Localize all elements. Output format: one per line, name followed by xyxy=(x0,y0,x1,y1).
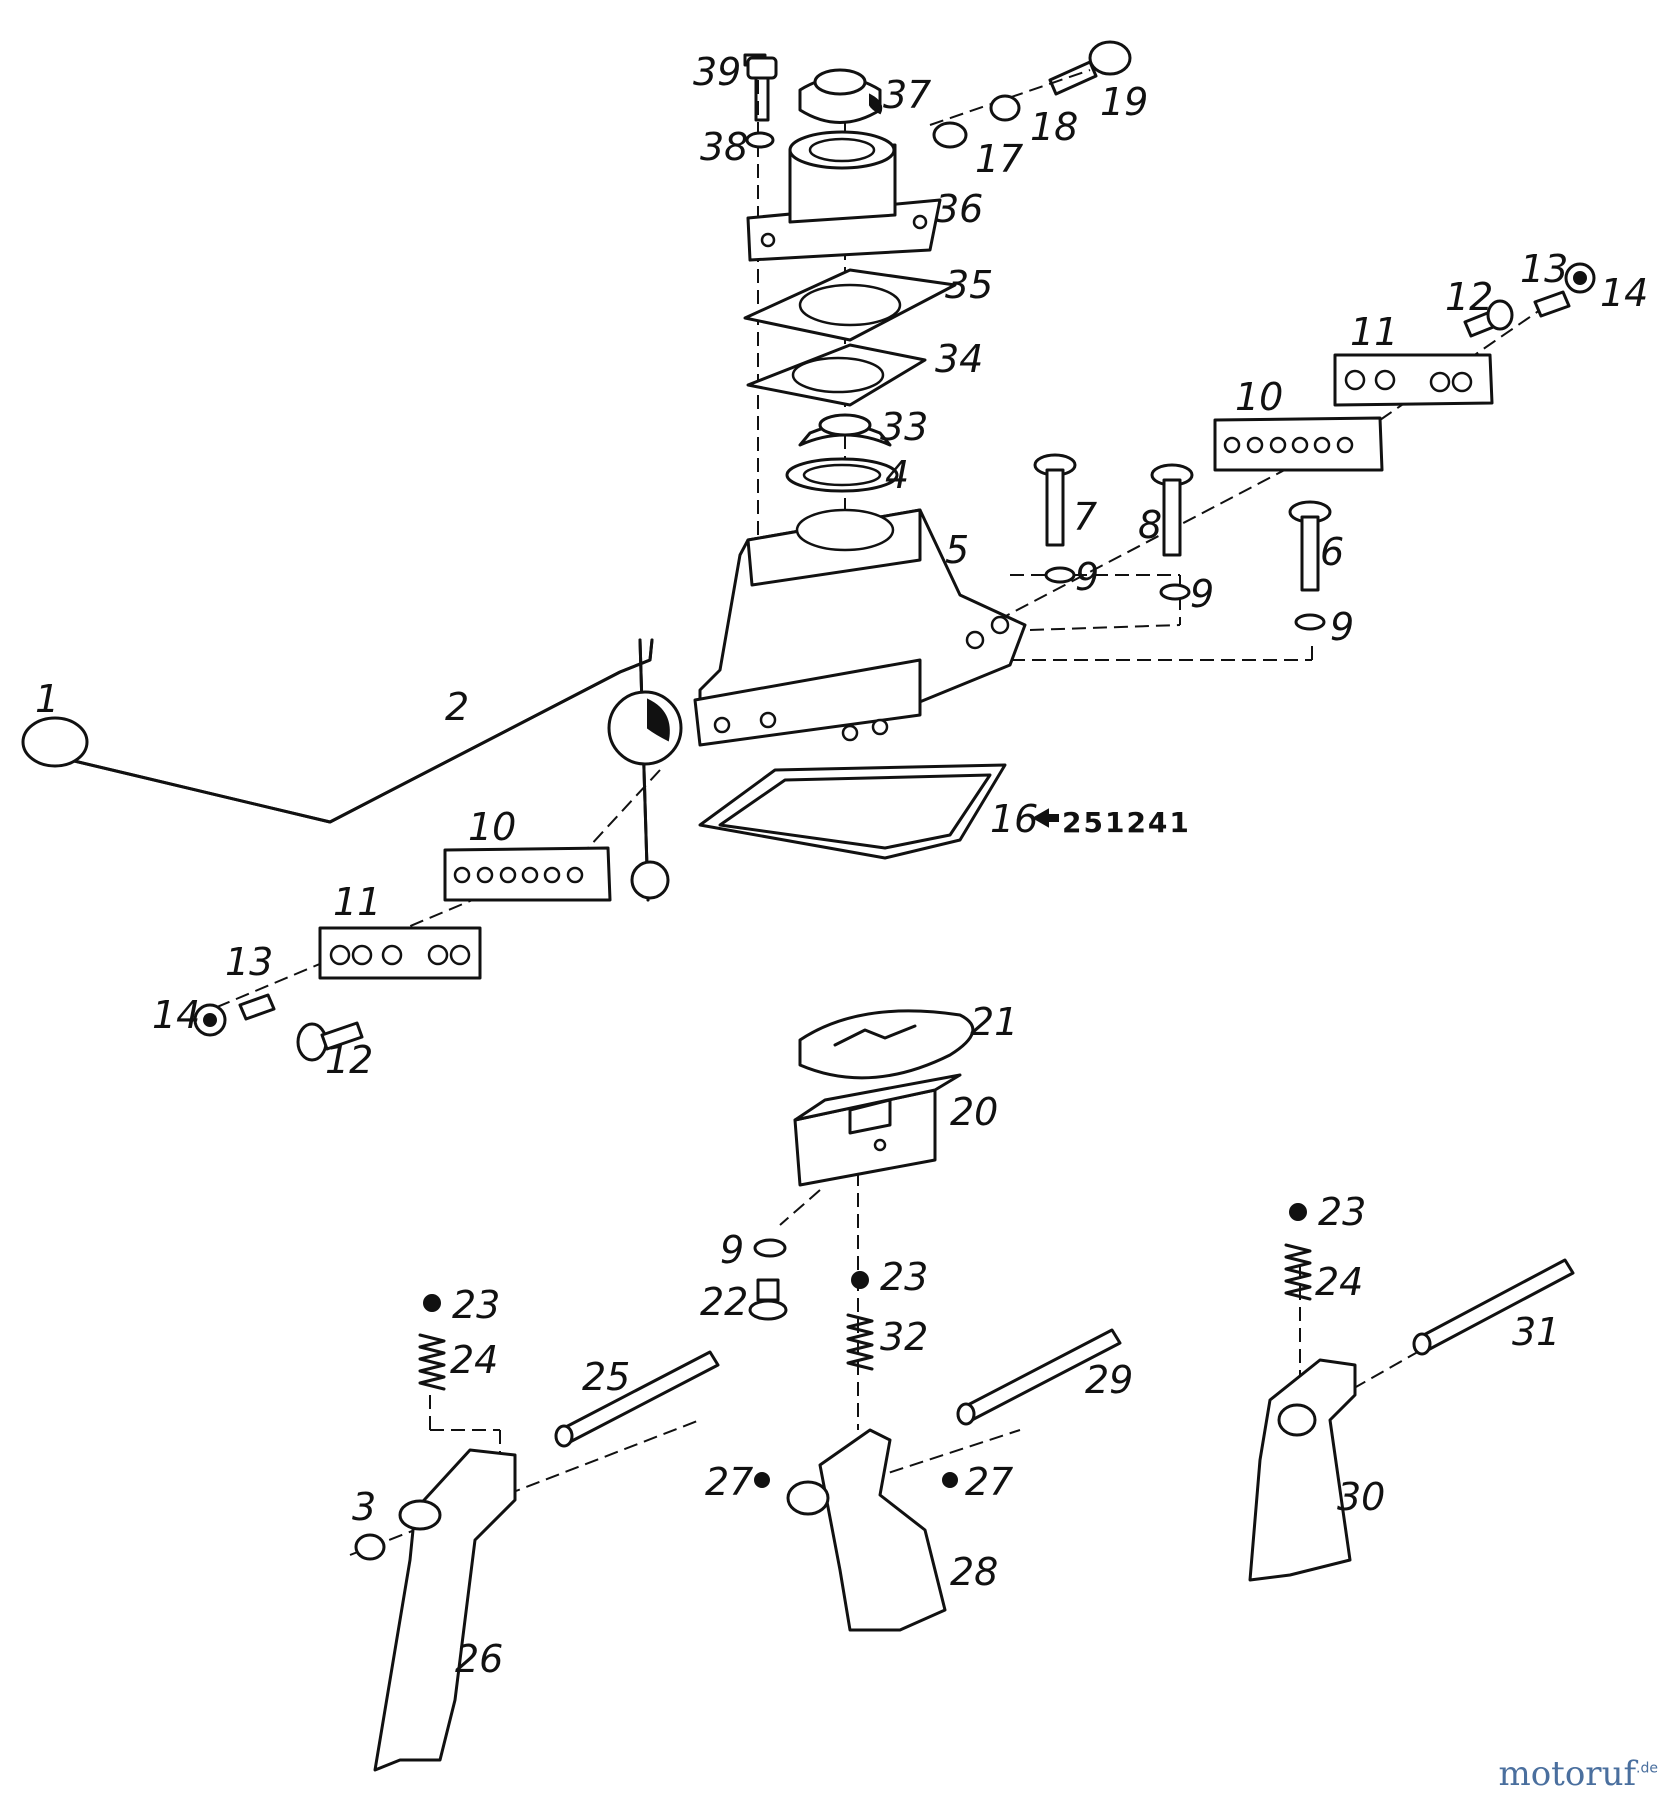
label-21: 21 xyxy=(970,1000,1018,1044)
reference-callout: 16 251241 xyxy=(990,797,1191,841)
label-2: 2 xyxy=(445,685,469,729)
label-23b: 23 xyxy=(880,1255,928,1299)
label-28: 28 xyxy=(950,1550,998,1594)
label-32: 32 xyxy=(880,1315,928,1359)
lever-ball xyxy=(607,690,683,766)
label-25: 25 xyxy=(582,1355,630,1399)
label-10a: 10 xyxy=(1235,375,1283,419)
label-38: 38 xyxy=(700,125,748,169)
label-17: 17 xyxy=(975,137,1023,181)
center-fasteners xyxy=(748,1238,788,1321)
watermark: motoruf.de xyxy=(1498,1754,1658,1794)
label-4: 4 xyxy=(885,453,909,497)
label-26: 26 xyxy=(455,1637,503,1681)
label-9b: 9 xyxy=(1190,572,1214,616)
arrow-icon xyxy=(1031,808,1059,828)
label-39: 39 xyxy=(693,50,741,94)
reference-code: 251241 xyxy=(1062,806,1191,839)
label-27b: 27 xyxy=(965,1460,1013,1504)
label-36: 36 xyxy=(935,187,983,231)
label-8: 8 xyxy=(1138,503,1162,547)
bottom-gasket xyxy=(698,763,1007,860)
fasteners-right xyxy=(1463,262,1596,338)
lever-knob xyxy=(21,716,89,768)
label-22: 22 xyxy=(700,1280,748,1324)
label-14b: 14 xyxy=(152,993,200,1037)
shift-rods xyxy=(554,1258,1575,1448)
plates-right xyxy=(1213,353,1494,472)
label-7: 7 xyxy=(1073,495,1097,539)
label-23a: 23 xyxy=(452,1283,500,1327)
label-30: 30 xyxy=(1337,1475,1385,1519)
label-5: 5 xyxy=(945,528,969,572)
label-24a: 24 xyxy=(450,1338,498,1382)
watermark-suffix: .de xyxy=(1636,1760,1658,1777)
label-9a: 9 xyxy=(1075,555,1099,599)
label-20: 20 xyxy=(950,1090,998,1134)
shift-forks xyxy=(354,1358,1357,1772)
label-13a: 13 xyxy=(1520,247,1568,291)
shift-lever xyxy=(21,638,683,902)
label-11a: 11 xyxy=(1350,310,1398,354)
label-18: 18 xyxy=(1030,105,1078,149)
label-27a: 27 xyxy=(705,1460,753,1504)
upper-housing xyxy=(746,130,942,262)
label-6: 6 xyxy=(1320,530,1344,574)
gasket-plates xyxy=(743,268,957,407)
label-16: 16 xyxy=(990,797,1038,841)
side-fasteners xyxy=(932,40,1132,149)
label-13b: 13 xyxy=(225,940,273,984)
label-34: 34 xyxy=(935,337,983,381)
label-19: 19 xyxy=(1100,80,1148,124)
boot-and-ring xyxy=(785,413,899,493)
shift-gate xyxy=(793,1009,975,1187)
label-33: 33 xyxy=(880,405,928,449)
fasteners-left xyxy=(193,993,364,1062)
label-29: 29 xyxy=(1085,1358,1133,1402)
main-housing xyxy=(693,508,1027,747)
label-35: 35 xyxy=(945,263,993,307)
watermark-name: motoruf xyxy=(1498,1754,1637,1794)
plates-left xyxy=(318,846,612,980)
label-14a: 14 xyxy=(1600,271,1648,315)
label-11b: 11 xyxy=(333,880,381,924)
label-12a: 12 xyxy=(1445,275,1493,319)
label-24b: 24 xyxy=(1315,1260,1363,1304)
label-9c: 9 xyxy=(1330,605,1354,649)
label-23c: 23 xyxy=(1318,1190,1366,1234)
label-12b: 12 xyxy=(325,1038,373,1082)
label-37: 37 xyxy=(883,73,931,117)
housing-bolts xyxy=(1033,453,1332,631)
cap-assembly xyxy=(743,53,883,149)
part-labels: 1 2 3 4 5 6 7 8 9 9 9 9 10 10 11 11 12 1… xyxy=(35,50,1648,1681)
detent-balls-springs xyxy=(418,1203,1312,1488)
label-9d: 9 xyxy=(720,1228,744,1272)
label-3: 3 xyxy=(352,1485,376,1529)
label-31: 31 xyxy=(1512,1310,1560,1354)
label-10b: 10 xyxy=(468,805,516,849)
label-1: 1 xyxy=(35,677,59,721)
